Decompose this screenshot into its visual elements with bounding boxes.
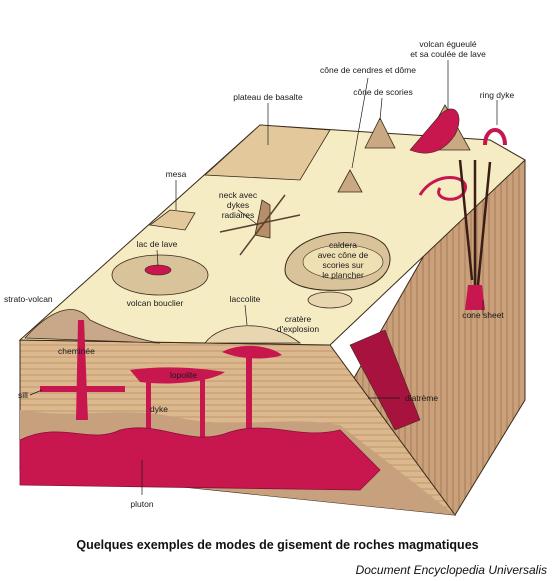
label-neck: neck avec (219, 190, 258, 200)
label-caldera: caldera (329, 240, 357, 250)
label-lac-de-lave: lac de lave (137, 239, 178, 249)
label-pluton: pluton (130, 499, 153, 509)
label-mesa: mesa (166, 169, 187, 179)
figure-credit: Document Encyclopedia Universalis (355, 563, 547, 577)
label-cheminee: cheminée (58, 346, 95, 356)
leader-lines (29, 60, 498, 495)
cone-sheet-line (458, 159, 474, 281)
diatreme-body (349, 329, 421, 431)
label-strato-volcan: strato-volcan (4, 294, 53, 304)
label-neck-line3: radiaires (222, 210, 255, 220)
label-neck-line2: dykes (227, 200, 249, 210)
laccolith-feeder (246, 355, 252, 440)
strato-volcano (24, 309, 161, 344)
explosion-crater (307, 291, 353, 309)
label-lopolite: lopolite (170, 370, 197, 380)
lava-flow (409, 108, 460, 154)
ring-dyke-edge (483, 128, 507, 146)
label-dyke: dyke (150, 404, 168, 414)
label-volcan-egueule: volcan égueulé (419, 39, 476, 49)
mesa-landform (148, 209, 196, 231)
label-caldera-line4: le plancher (322, 270, 364, 280)
sill-body (40, 386, 125, 392)
caldera-floor (302, 244, 384, 280)
basalt-plateau (204, 124, 331, 181)
label-caldera-line2: avec cône de (318, 250, 369, 260)
dyke-body (146, 382, 151, 440)
radial-dyke (239, 194, 286, 256)
pluton-body (19, 427, 381, 491)
label-cone-cendres: cône de cendres et dôme (320, 65, 416, 75)
figure-caption: Quelques exemples de modes de gisement d… (76, 538, 479, 552)
label-caldera-line3: scories sur (322, 260, 363, 270)
scoria-cone (364, 117, 396, 149)
ring-dyke-root (465, 285, 485, 310)
neck-landform (254, 199, 271, 239)
label-volcan-egueule-line2: et sa coulée de lave (410, 49, 486, 59)
label-cone-sheet: cone sheet (462, 310, 504, 320)
cinder-cone-dome (337, 169, 363, 193)
label-ring-dyke: ring dyke (480, 90, 515, 100)
ring-dyke-surface (418, 176, 467, 201)
label-cone-scories: cône de scories (353, 87, 413, 97)
label-laccolite: laccolite (230, 294, 261, 304)
laccolith-dome (204, 325, 302, 344)
label-volcan-bouclier: volcan bouclier (127, 298, 184, 308)
label-cratere-line2: d'explosion (277, 324, 320, 334)
chimney-conduit (76, 320, 88, 420)
radial-dyke (219, 214, 301, 233)
laccolith-body (222, 345, 282, 359)
label-diatreme: diatrème (405, 393, 438, 403)
lava-lake (144, 264, 172, 276)
dyke-body (200, 372, 205, 442)
cone-sheet-line (476, 161, 492, 286)
label-sill: sill (18, 390, 28, 400)
label-cratere: cratère (285, 314, 312, 324)
label-plateau-basalte: plateau de basalte (233, 92, 303, 102)
